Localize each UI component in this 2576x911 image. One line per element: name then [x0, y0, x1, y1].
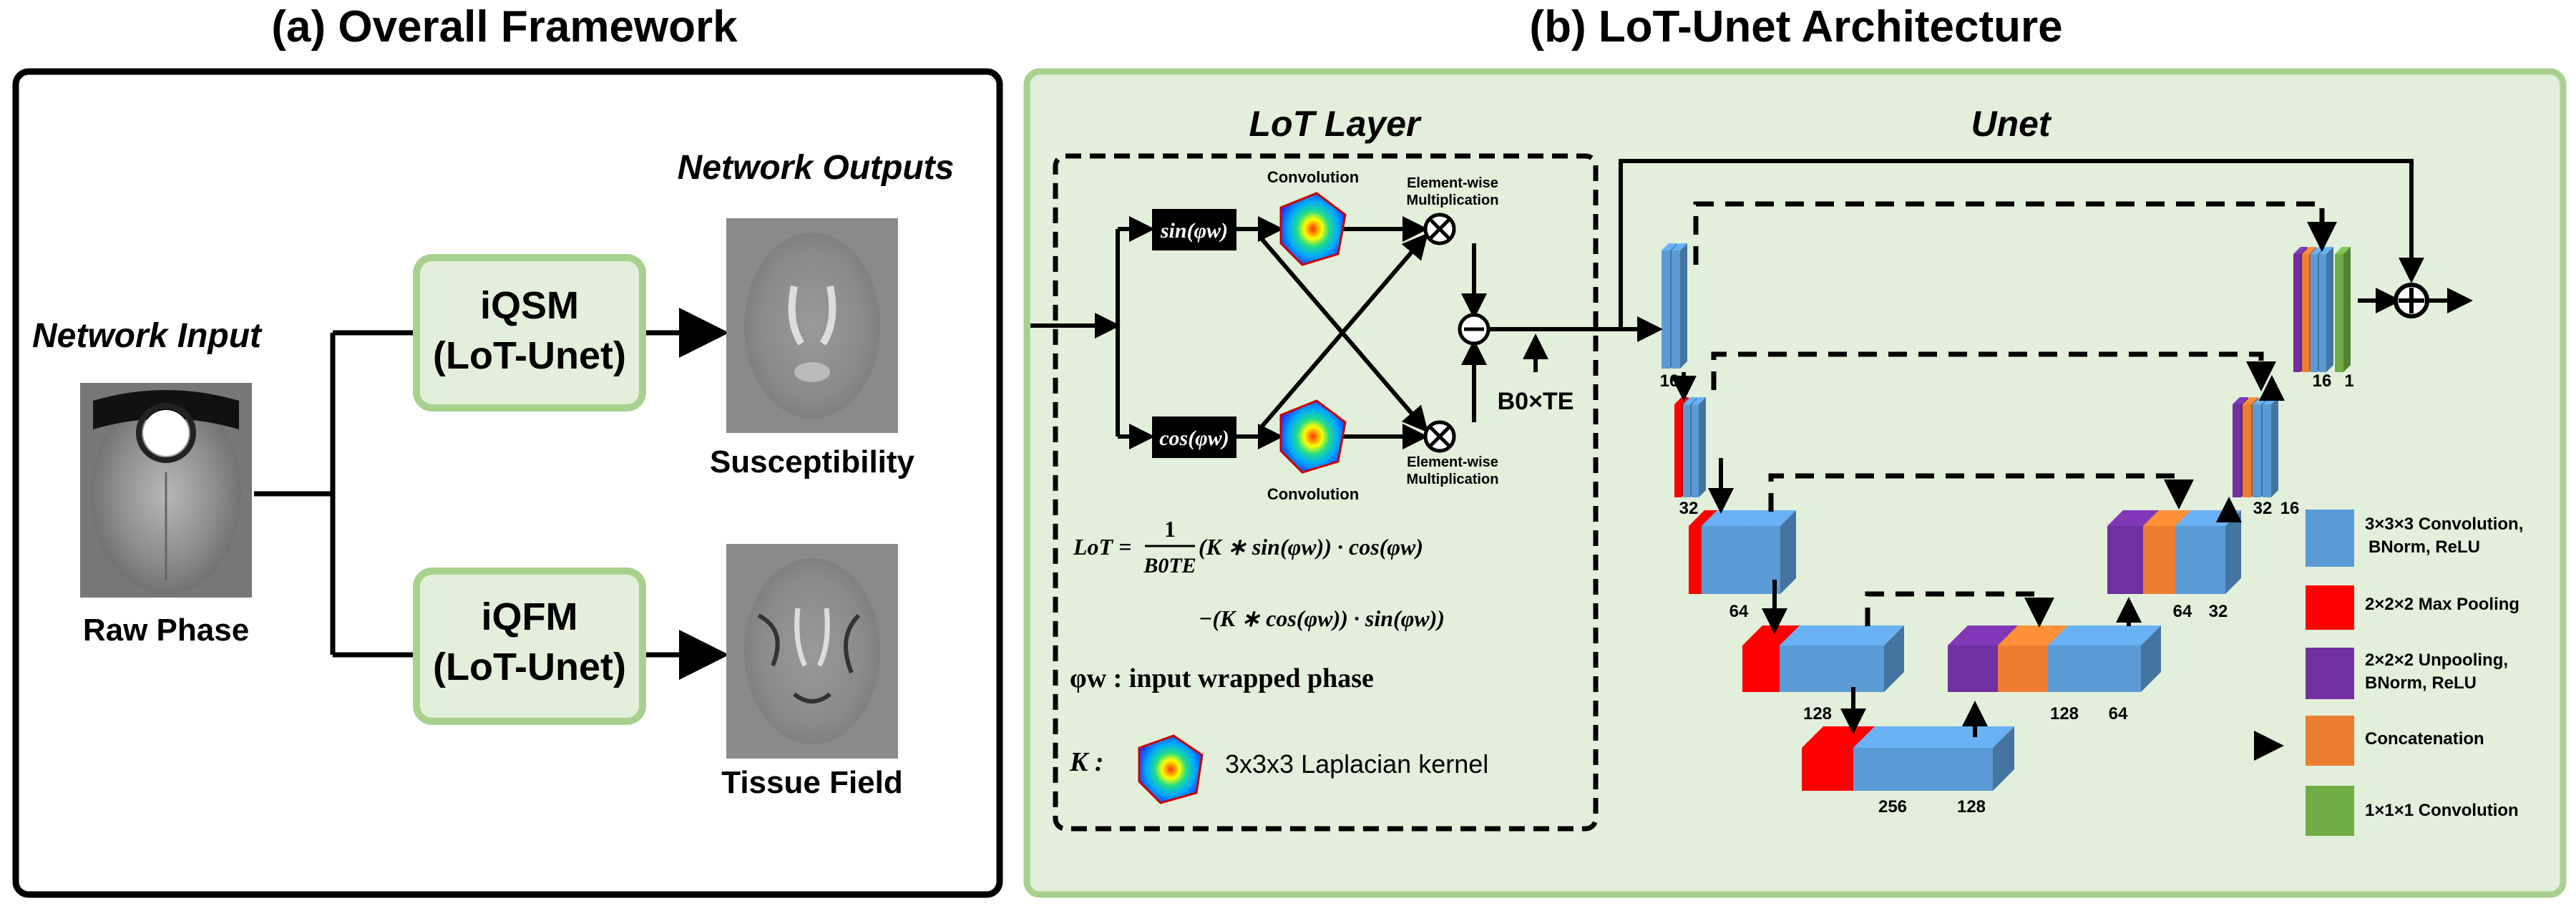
sin-box: sin(φw) [1152, 209, 1236, 250]
conv-label-top: Convolution [1267, 168, 1359, 186]
enc3-block-b [1741, 510, 1796, 594]
legend-item-conv: 3×3×3 Convolution, BNorm, ReLU [2306, 510, 2523, 567]
dec1-block-b [2319, 247, 2333, 372]
ch-dec2-1: 32 [2253, 499, 2273, 518]
panel-a-connectors [254, 308, 729, 680]
tissue-field-image [726, 544, 898, 759]
unet-blocks [1662, 243, 2351, 791]
legend-conv-label: 3×3×3 Convolution, [2365, 515, 2523, 534]
legend-unpool-label: 2×2×2 Unpooling, [2365, 651, 2508, 670]
phi-definition: φw : input wrapped phase [1070, 663, 1374, 693]
legend-conv-label2: BNorm, ReLU [2368, 537, 2480, 557]
ch-enc1: 16 [1660, 371, 1679, 391]
dec1-output-conv [2335, 247, 2351, 372]
add-icon [2394, 283, 2429, 318]
raw-phase-label: Raw Phase [83, 613, 249, 648]
lot-layer-frame [1053, 153, 1599, 832]
ch-dec3-2: 32 [2209, 602, 2228, 621]
ch-bottleneck-1: 256 [1878, 797, 1907, 817]
iqfm-sublabel: (LoT-Unet) [433, 646, 626, 688]
conv-label-bottom: Convolution [1267, 485, 1359, 503]
cos-box: cos(φw) [1152, 416, 1236, 458]
elementwise-bottom-1: Element-wise [1407, 454, 1498, 470]
sin-label: sin(φw) [1160, 219, 1228, 243]
formula-frac-num: 1 [1164, 516, 1176, 542]
network-outputs-heading: Network Outputs [678, 149, 955, 187]
ch-enc3: 64 [1729, 602, 1749, 621]
elementwise-top-1: Element-wise [1407, 175, 1498, 191]
legend-item-concat: Concatenation [2306, 716, 2484, 766]
dec3-block-b [2210, 510, 2241, 594]
enc4-block-b [1835, 625, 1904, 692]
formula-line1: (K ∗ sin(φw)) · cos(φw) [1199, 534, 1423, 560]
iqfm-box: iQFM (LoT-Unet) [413, 567, 646, 725]
b0te-label: B0×TE [1498, 388, 1574, 415]
formula-frac-den: B0TE [1143, 554, 1196, 578]
formula-line2: −(K ∗ cos(φw)) · sin(φw)) [1199, 605, 1445, 631]
ch-bottleneck-2: 128 [1957, 797, 1986, 817]
multiply-top-icon [1423, 213, 1456, 245]
susceptibility-image [726, 218, 898, 433]
panel-a-title: (a) Overall Framework [271, 2, 738, 52]
network-input-heading: Network Input [32, 317, 263, 355]
legend-item-maxpool: 2×2×2 Max Pooling [2306, 585, 2519, 630]
k-definition-text: 3x3x3 Laplacian kernel [1225, 749, 1488, 779]
iqsm-sublabel: (LoT-Unet) [433, 334, 626, 377]
legend-maxpool-label: 2×2×2 Max Pooling [2365, 595, 2519, 614]
panel-b-title: (b) LoT-Unet Architecture [1529, 2, 2062, 52]
dec2-block-b [2263, 397, 2278, 497]
unet-title: Unet [1971, 104, 2051, 144]
k-definition-symbol: K : [1069, 747, 1104, 777]
legend: 3×3×3 Convolution, BNorm, ReLU 2×2×2 Max… [2306, 510, 2523, 836]
dec4-concat [1998, 625, 2068, 692]
legend-item-1x1: 1×1×1 Convolution [2306, 786, 2519, 836]
laplacian-kernel-icon [1138, 734, 1204, 804]
tissue-field-label: Tissue Field [721, 765, 903, 800]
iqsm-label: iQSM [480, 284, 579, 327]
elementwise-top-2: Multiplication [1407, 193, 1499, 208]
cos-label: cos(φw) [1159, 427, 1229, 450]
ch-dec4-1: 128 [2050, 704, 2079, 724]
iqfm-label: iQFM [482, 595, 578, 638]
iqsm-box: iQSM (LoT-Unet) [413, 254, 646, 411]
ch-dec3-1: 64 [2173, 602, 2192, 621]
subtract-icon [1458, 313, 1491, 346]
ch-enc4: 128 [1803, 704, 1832, 724]
legend-unpool-label2: BNorm, ReLU [2365, 673, 2477, 693]
legend-1x1-label: 1×1×1 Convolution [2365, 801, 2519, 820]
susceptibility-label: Susceptibility [710, 444, 915, 479]
enc1-block-b [1672, 243, 1687, 369]
lot-branch-lines [1030, 216, 1621, 449]
ch-enc2: 32 [1679, 499, 1699, 518]
legend-concat-label: Concatenation [2365, 729, 2484, 749]
kernel-cube-top [1279, 192, 1347, 266]
unet-main-lines [1619, 159, 2473, 737]
ch-dec4-2: 64 [2109, 704, 2128, 724]
enc2-block-b [1692, 397, 1706, 497]
multiply-bottom-icon [1423, 420, 1456, 453]
elementwise-bottom-2: Multiplication [1407, 472, 1499, 487]
ch-dec1-1: 16 [2313, 371, 2332, 391]
raw-phase-image [80, 383, 252, 598]
unet-skip-lines [1693, 201, 2337, 761]
legend-item-unpool: 2×2×2 Unpooling, BNorm, ReLU [2306, 648, 2508, 699]
dec4-block-b [2102, 625, 2161, 692]
kernel-cube-bottom [1279, 399, 1347, 474]
ch-dec2-2: 16 [2280, 499, 2300, 518]
formula-lhs: LoT = [1073, 534, 1131, 560]
lot-layer-title: LoT Layer [1249, 104, 1422, 144]
panel-b-frame [1023, 68, 2567, 898]
ch-dec1-2: 1 [2344, 371, 2353, 391]
